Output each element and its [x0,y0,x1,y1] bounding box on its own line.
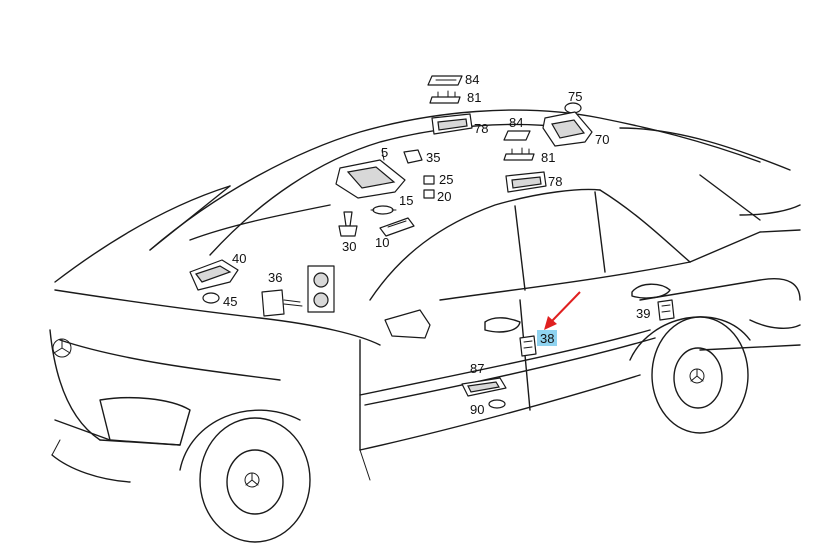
label-81-upper: 81 [467,90,481,105]
label-84-upper: 84 [465,72,479,87]
part-40-lamp-unit [189,259,239,291]
label-38: 38 [540,331,554,346]
label-78-lower: 78 [548,174,562,189]
part-20-bulb [423,189,435,199]
label-20: 20 [437,189,451,204]
label-84-lower: 84 [509,115,523,130]
highlight-box-38 [537,330,557,346]
part-78-lamp-housing-lower [505,171,547,193]
label-90: 90 [470,402,484,417]
part-5-overhead-console [335,149,406,199]
part-78-lamp-housing-upper [431,113,473,135]
part-90-door-lamp-bulb [488,399,506,409]
part-35-switch [403,149,423,164]
label-87: 87 [470,361,484,376]
label-39: 39 [636,306,650,321]
label-81-lower: 81 [541,150,555,165]
part-70-rear-dome-lamp [542,111,593,147]
part-75-bulb [564,102,582,114]
label-5: 5 [381,145,388,160]
label-75: 75 [568,89,582,104]
part-36-switch-assembly [261,265,335,317]
label-45: 45 [223,294,237,309]
part-45-bulb [202,292,220,304]
part-15-festoon-bulb [370,205,397,215]
label-40: 40 [232,251,246,266]
label-36: 36 [268,270,282,285]
part-39-door-switch [657,299,675,321]
part-30-screw [338,211,358,237]
car-body [49,109,801,543]
label-78-upper: 78 [474,121,488,136]
label-15: 15 [399,193,413,208]
part-87-door-lamp-housing [461,377,507,397]
label-10: 10 [375,235,389,250]
part-38-door-switch [519,335,537,357]
label-35: 35 [426,150,440,165]
label-70: 70 [595,132,609,147]
part-10-lens [379,217,415,237]
label-25: 25 [439,172,453,187]
part-25-bulb [423,175,435,185]
part-81-bulb-holder-upper [429,90,461,104]
red-arrow-pointer [544,291,581,330]
part-84-lens-lower [503,130,531,141]
part-81-bulb-holder-lower [503,147,535,161]
part-84-lens-upper [427,75,463,86]
label-30: 30 [342,239,356,254]
